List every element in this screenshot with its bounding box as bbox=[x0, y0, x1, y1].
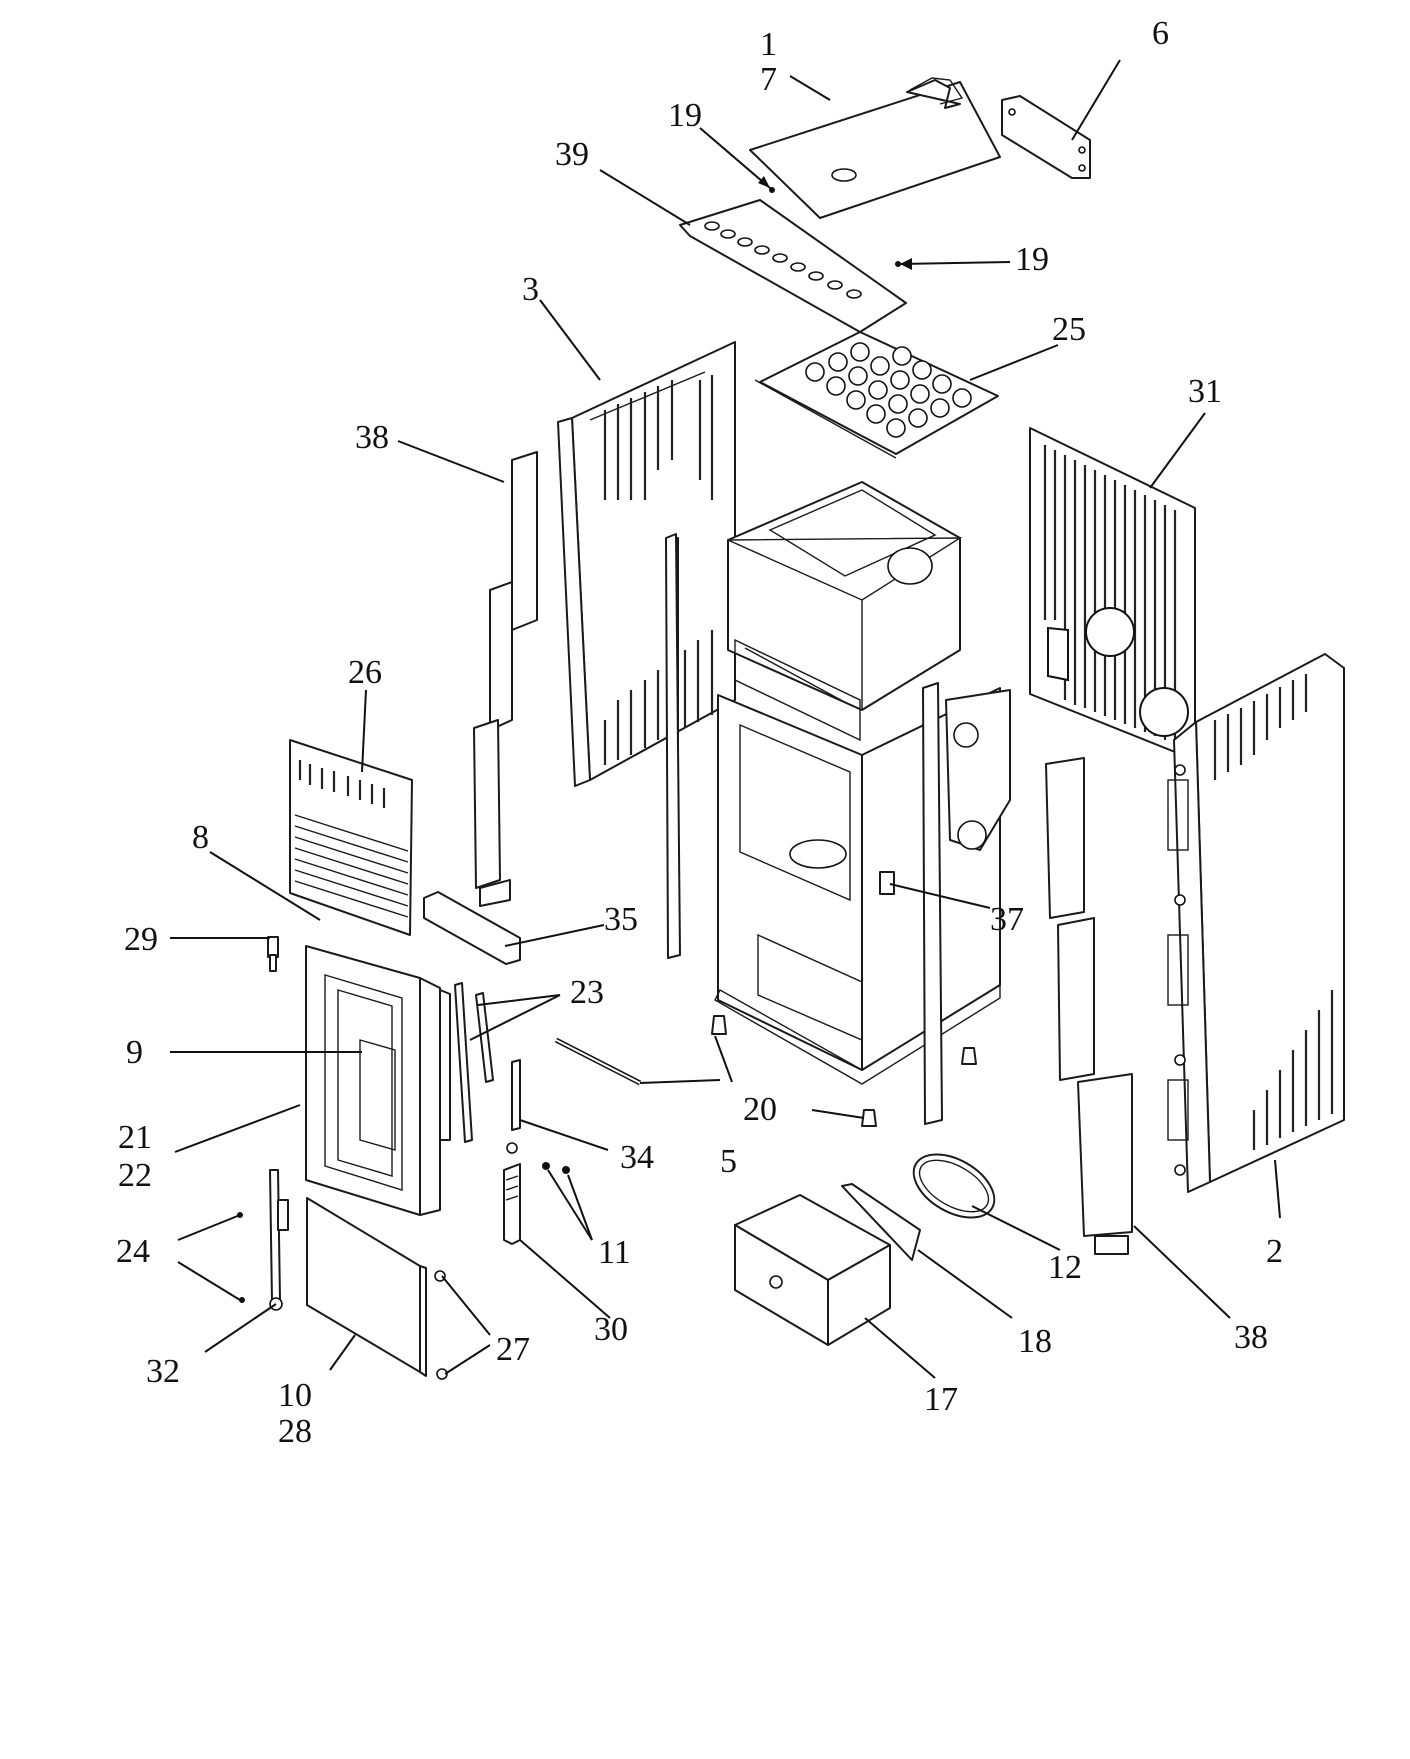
callout-18: 18 bbox=[1018, 1323, 1052, 1360]
callout-2: 2 bbox=[1266, 1233, 1283, 1270]
part-top-grill bbox=[754, 331, 999, 459]
callout-39: 39 bbox=[555, 136, 589, 173]
callout-20: 20 bbox=[743, 1091, 777, 1128]
callout-11: 11 bbox=[598, 1234, 631, 1271]
part-hinge-pin bbox=[267, 936, 279, 972]
callout-10: 10 bbox=[278, 1377, 312, 1414]
callout-38-right: 38 bbox=[1234, 1319, 1268, 1356]
callout-22: 22 bbox=[118, 1157, 152, 1194]
part-door-frame bbox=[305, 945, 451, 1216]
part-ash-box bbox=[734, 1183, 921, 1346]
part-feet bbox=[711, 1015, 977, 1127]
part-hinge-plate bbox=[237, 1169, 289, 1311]
screw-icon bbox=[769, 187, 775, 193]
callout-26: 26 bbox=[348, 654, 382, 691]
part-stove-body bbox=[665, 481, 1011, 1125]
callout-9: 9 bbox=[126, 1034, 143, 1071]
callout-21: 21 bbox=[118, 1119, 152, 1156]
callout-28: 28 bbox=[278, 1413, 312, 1450]
callout-31: 31 bbox=[1188, 373, 1222, 410]
callout-24: 24 bbox=[116, 1233, 150, 1270]
callout-1: 1 bbox=[760, 26, 777, 63]
callout-34: 34 bbox=[620, 1139, 654, 1176]
callout-27: 27 bbox=[496, 1331, 530, 1368]
callout-12: 12 bbox=[1048, 1249, 1082, 1286]
callout-30: 30 bbox=[594, 1311, 628, 1348]
callout-35: 35 bbox=[604, 901, 638, 938]
part-rod bbox=[554, 1037, 642, 1086]
part-right-side-panel bbox=[1167, 653, 1345, 1193]
callout-23: 23 bbox=[570, 974, 604, 1011]
part-front-grille bbox=[289, 739, 413, 936]
callout-25: 25 bbox=[1052, 311, 1086, 348]
part-right-corner-trim bbox=[1045, 757, 1133, 1255]
part-lower-panel bbox=[306, 1197, 448, 1380]
leader-arrowheads bbox=[758, 176, 912, 270]
part-door-handle bbox=[503, 1142, 570, 1245]
part-gasket-ring bbox=[912, 1153, 996, 1219]
part-back-panel bbox=[1029, 427, 1196, 761]
callout-19-top: 19 bbox=[668, 97, 702, 134]
callout-38-left: 38 bbox=[355, 419, 389, 456]
callout-3: 3 bbox=[522, 271, 539, 308]
part-left-side-panel bbox=[557, 341, 736, 801]
part-control-panel bbox=[679, 199, 907, 333]
callout-17: 17 bbox=[924, 1381, 958, 1418]
part-door-gasket bbox=[454, 982, 521, 1143]
part-cross-bar bbox=[423, 891, 521, 965]
callout-6: 6 bbox=[1152, 15, 1169, 52]
screw-icon bbox=[895, 261, 901, 267]
part-top-lid bbox=[749, 77, 1001, 219]
callout-19-right: 19 bbox=[1015, 241, 1049, 278]
leader-lines bbox=[170, 59, 1281, 1379]
callout-37: 37 bbox=[990, 901, 1024, 938]
part-left-corner-trim bbox=[473, 451, 538, 907]
callout-32: 32 bbox=[146, 1353, 180, 1390]
callout-5: 5 bbox=[720, 1143, 737, 1180]
callout-29: 29 bbox=[124, 921, 158, 958]
part-rear-bracket bbox=[1001, 95, 1091, 179]
callout-8: 8 bbox=[192, 819, 209, 856]
callout-7: 7 bbox=[760, 61, 777, 98]
callouts: 1 7 6 19 19 39 3 25 31 38 38 26 8 29 35 … bbox=[116, 15, 1283, 1450]
